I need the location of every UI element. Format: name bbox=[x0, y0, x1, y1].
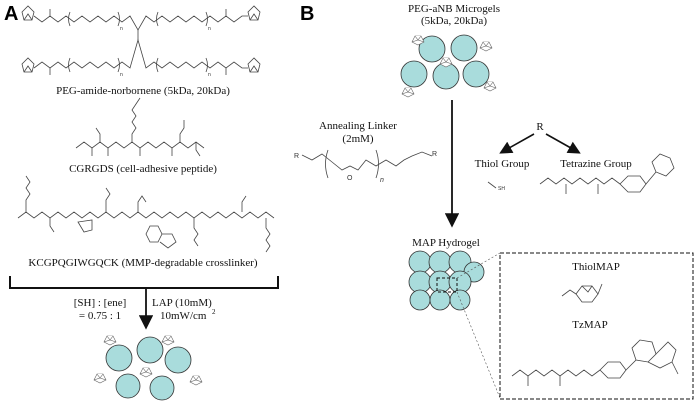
norbornene-icon bbox=[479, 41, 493, 52]
microgel bbox=[450, 34, 478, 62]
annealing-linker-structure: R O n R bbox=[294, 149, 437, 184]
thiol-ene-ratio: = 0.75 : 1 bbox=[79, 310, 121, 322]
panel-a-letter: A bbox=[4, 3, 18, 25]
tetrazine-group-label: Tetrazine Group bbox=[560, 158, 632, 170]
lap-concentration: LAP (10mM) bbox=[152, 297, 212, 309]
microgel bbox=[164, 346, 192, 374]
detail-box bbox=[499, 252, 694, 400]
map-hydrogel-label: MAP Hydrogel bbox=[412, 237, 480, 249]
zoom-line bbox=[456, 291, 501, 399]
peg-subscript-n: n bbox=[208, 72, 211, 78]
thiolmap-label: ThiolMAP bbox=[572, 261, 620, 273]
microgels-size-label: (5kDa, 20kDa) bbox=[421, 15, 487, 27]
peg-subscript-n: n bbox=[208, 26, 211, 32]
microgel bbox=[136, 336, 164, 364]
microgel bbox=[462, 60, 490, 88]
svg-text:n: n bbox=[380, 177, 384, 184]
svg-text:R: R bbox=[432, 151, 437, 158]
thiol-group-label: Thiol Group bbox=[475, 158, 530, 170]
r-group-label: R bbox=[536, 121, 544, 133]
norbornene-icon bbox=[401, 87, 415, 98]
microgel bbox=[115, 373, 141, 399]
norbornene-icon bbox=[189, 375, 203, 386]
annealed-microgel bbox=[409, 289, 431, 311]
zoom-line bbox=[456, 252, 501, 279]
crosslinker-label: KCGPQGIWGQCK (MMP-degradable crosslinker… bbox=[28, 257, 257, 269]
microgel-cluster bbox=[93, 335, 203, 401]
crosslinker-structure bbox=[17, 175, 275, 253]
svg-text:R: R bbox=[294, 153, 299, 160]
peptide-label: CGRGDS (cell-adhesive peptide) bbox=[69, 163, 217, 175]
combine-bracket bbox=[9, 276, 279, 289]
arrow-to-thiol bbox=[499, 133, 535, 154]
zoom-region-box bbox=[436, 277, 458, 293]
peg-label: PEG-amide-norbornene (5kDa, 20kDa) bbox=[56, 85, 230, 97]
microgels-label: PEG-aNB Microgels bbox=[408, 3, 500, 15]
svg-text:O: O bbox=[347, 175, 353, 182]
microgel-group bbox=[400, 34, 497, 98]
microgel bbox=[400, 60, 428, 88]
peg-subscript-n: n bbox=[120, 26, 123, 32]
norbornene-icon bbox=[93, 373, 107, 384]
norbornene-icon bbox=[161, 335, 175, 346]
map-hydrogel-packing bbox=[408, 250, 485, 311]
annealed-microgel bbox=[429, 289, 451, 311]
microgel bbox=[149, 375, 175, 401]
microgel bbox=[418, 35, 446, 63]
annealed-microgel bbox=[408, 250, 432, 274]
svg-text:SH: SH bbox=[498, 186, 505, 192]
tzmap-label: TzMAP bbox=[572, 319, 607, 331]
norbornene-icon bbox=[139, 367, 153, 378]
tetrazine-structure bbox=[539, 153, 675, 194]
peg-subscript-n: n bbox=[120, 72, 123, 78]
thiolmap-structure bbox=[561, 283, 603, 303]
microgel bbox=[105, 344, 133, 372]
arrow-to-tetrazine bbox=[545, 133, 581, 154]
norbornene-icon bbox=[21, 5, 261, 73]
annealed-microgel bbox=[428, 250, 452, 274]
peg-norbornene-structure: n n n n bbox=[21, 5, 261, 78]
norbornene-icon bbox=[103, 335, 117, 346]
norbornene-icon bbox=[483, 81, 497, 92]
annealing-linker-label: Annealing Linker bbox=[319, 120, 397, 132]
cgrgds-structure bbox=[75, 97, 205, 157]
light-intensity-superscript: 2 bbox=[212, 308, 216, 316]
annealing-linker-conc: (2mM) bbox=[342, 133, 374, 145]
panel-b-letter: B bbox=[300, 3, 314, 25]
light-intensity: 10mW/cm bbox=[160, 310, 207, 322]
tzmap-structure bbox=[511, 339, 679, 386]
thiol-ene-ratio: [SH] : [ene] bbox=[74, 297, 127, 309]
thiol-structure: SH bbox=[487, 181, 505, 192]
